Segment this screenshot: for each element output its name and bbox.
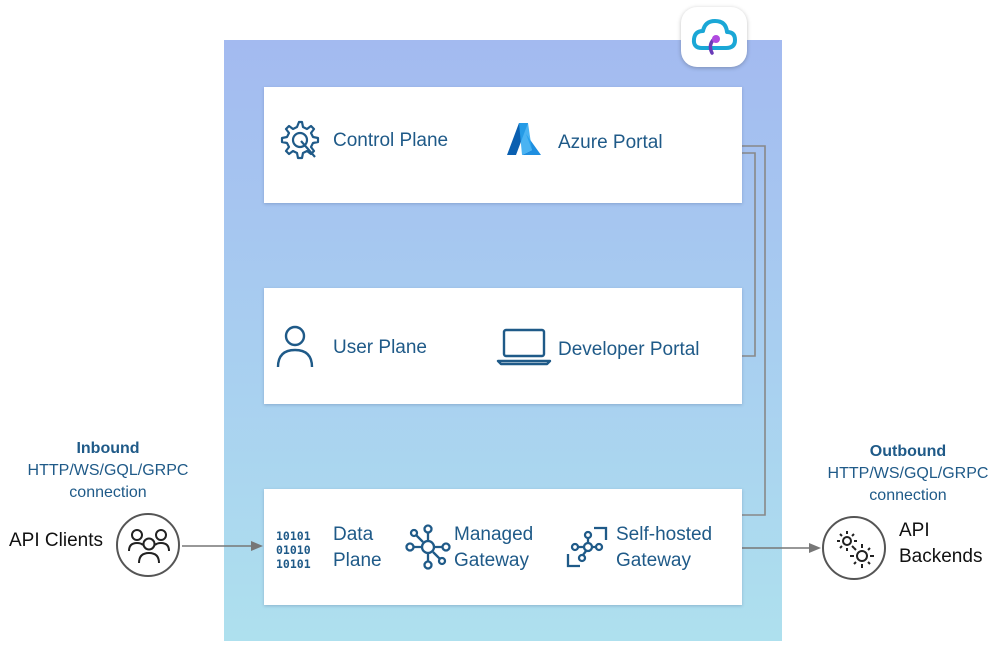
api-backends-label-line1: API [899,520,930,541]
azure-portal-label: Azure Portal [558,132,663,153]
control-plane-card [264,87,742,203]
api-clients-circle [116,513,180,577]
api-backends-label-line2: Backends [899,546,983,567]
network-hub-icon [405,524,451,570]
user-icon [276,325,314,368]
gear-wrench-icon [280,120,320,160]
user-group-icon [128,529,170,564]
self-hosted-gateway-label-line2: Gateway [616,550,691,571]
binary-icon: 10101 01010 10101 [276,529,311,571]
cloud-api-icon [691,19,737,55]
data-plane-label-line1: Data [333,524,374,545]
api-clients-label: API Clients [9,530,103,551]
user-plane-label: User Plane [333,337,427,358]
svg-text:10101: 10101 [276,529,311,543]
svg-text:01010: 01010 [276,543,311,557]
data-plane-card [264,489,742,605]
cloud-badge [681,7,747,67]
managed-gateway-label-line2: Gateway [454,550,529,571]
svg-text:10101: 10101 [276,557,311,571]
outbound-title: Outbound [869,443,947,460]
data-plane-label-line2: Plane [333,550,382,571]
inbound-protocols: HTTP/WS/GQL/GRPC [27,462,189,479]
network-focus-icon [566,526,608,568]
inbound-connection: connection [69,484,147,501]
laptop-icon [496,328,552,366]
developer-portal-label: Developer Portal [558,339,700,360]
api-backends-circle [822,516,886,580]
outbound-connection: connection [869,487,947,504]
azure-logo-icon [507,123,541,155]
gears-icon [837,531,874,568]
outbound-protocols: HTTP/WS/GQL/GRPC [827,465,989,482]
control-plane-label: Control Plane [333,130,449,151]
inbound-title: Inbound [76,440,140,457]
managed-gateway-label-line1: Managed [454,524,534,545]
self-hosted-gateway-label-line1: Self-hosted [616,524,713,545]
